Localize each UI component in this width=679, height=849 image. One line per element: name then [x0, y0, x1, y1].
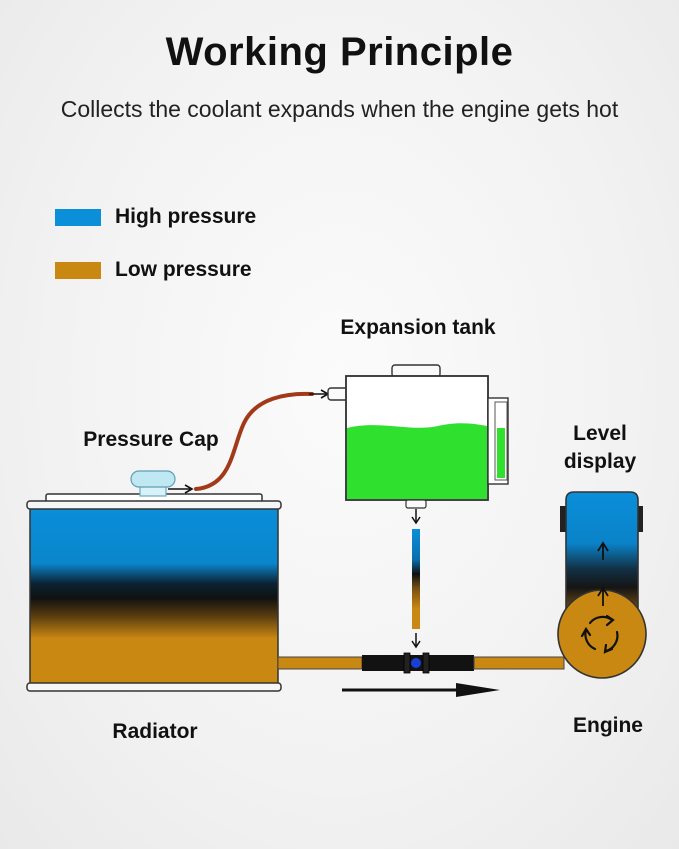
page-subtitle: Collects the coolant expands when the en…	[60, 96, 619, 122]
engine	[557, 491, 647, 679]
coolant-fluid	[347, 423, 487, 499]
radiator	[26, 493, 282, 692]
label-pressure-cap: Pressure Cap	[83, 428, 219, 451]
legend-label: High pressure	[115, 205, 257, 228]
circulation-icon	[580, 614, 619, 654]
flow-arrow-icon	[342, 683, 500, 697]
arrow-up-icon	[597, 541, 609, 560]
coolant-pipe	[277, 652, 565, 674]
label-level-display: Level display	[563, 422, 637, 473]
arrow-down-icon	[411, 633, 421, 649]
pressure-cap-icon	[130, 470, 176, 497]
label-expansion-tank: Expansion tank	[340, 316, 496, 339]
arrow-right-icon	[168, 484, 194, 494]
legend-high-pressure: High pressure	[55, 202, 256, 232]
page-title: Working Principle	[165, 30, 514, 74]
expansion-tank	[327, 364, 509, 509]
legend-label: Low pressure	[115, 258, 252, 281]
return-tube	[412, 529, 420, 629]
arrow-right-icon	[309, 389, 330, 399]
overflow-hose	[194, 391, 314, 491]
legend-low-pressure: Low pressure	[55, 255, 252, 285]
arrow-down-icon	[411, 509, 421, 525]
arrow-up-icon	[597, 586, 609, 606]
legend-swatch-orange	[55, 261, 101, 279]
label-engine: Engine	[572, 714, 643, 737]
label-radiator: Radiator	[112, 720, 198, 743]
legend-swatch-blue	[55, 208, 101, 226]
